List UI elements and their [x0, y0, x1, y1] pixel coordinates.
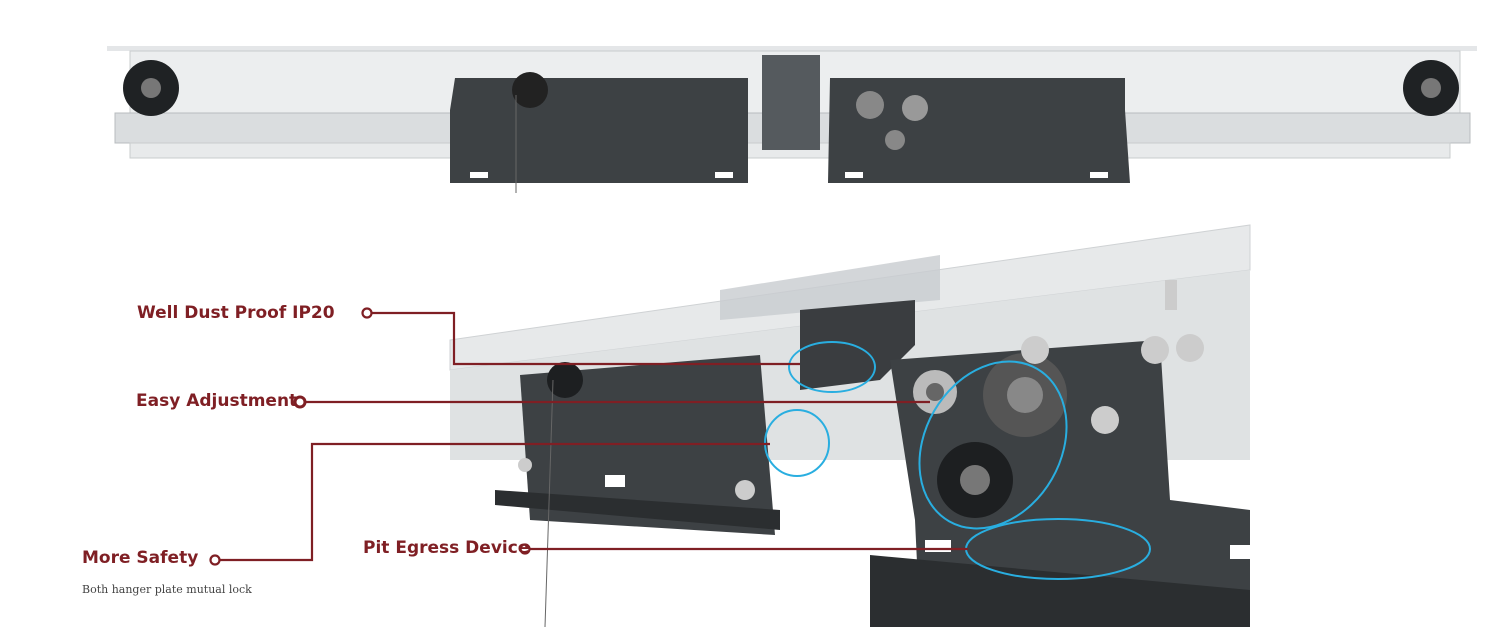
- callout-easy-adjustment: Easy Adjustment: [136, 391, 298, 411]
- leader-dust-proof: [372, 311, 800, 366]
- callout-dust-proof: Well Dust Proof IP20: [137, 303, 335, 323]
- door-operator-overview: [107, 46, 1477, 193]
- highlight-dust-proof: [788, 341, 876, 393]
- callout-more-safety-description: Both hanger plate mutual lock: [82, 583, 252, 596]
- callout-more-safety: More Safety: [82, 548, 199, 568]
- callout-pit-egress: Pit Egress Device: [363, 538, 530, 558]
- leader-more-safety: [220, 442, 770, 562]
- highlight-adjustment: [918, 360, 1068, 530]
